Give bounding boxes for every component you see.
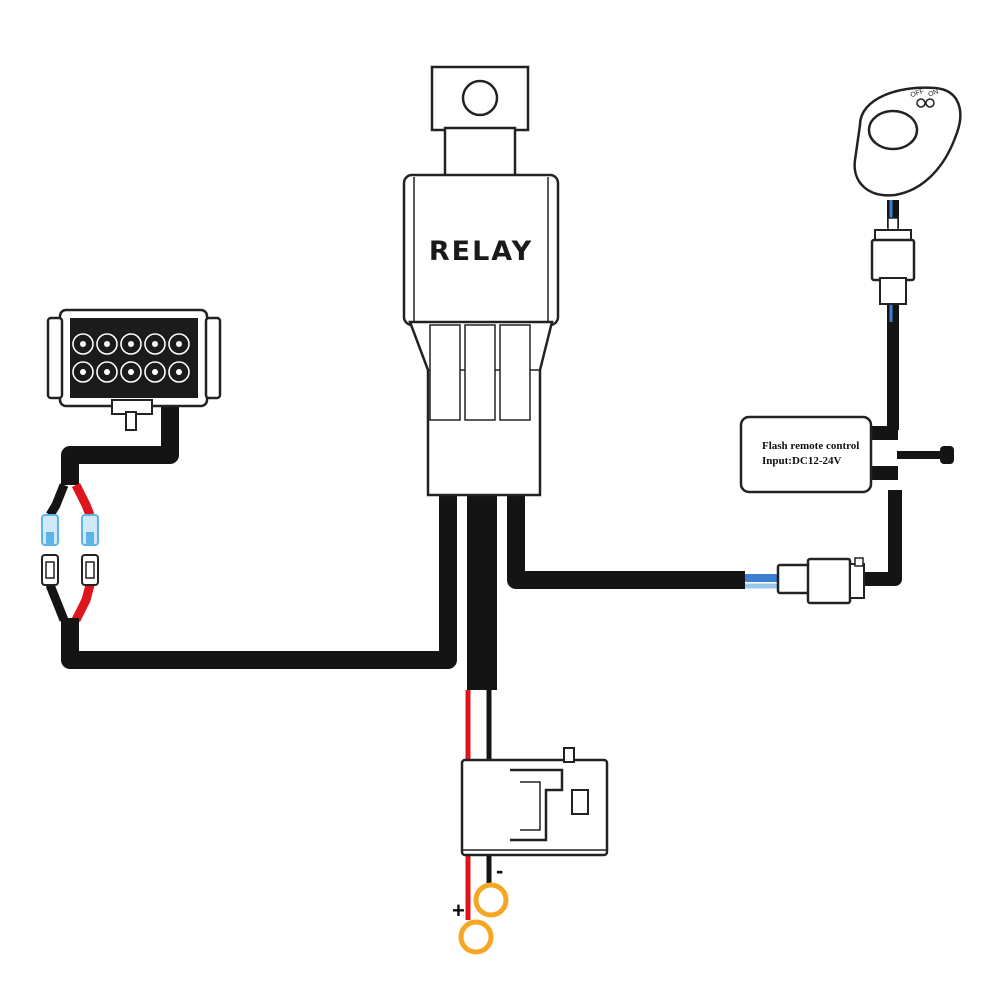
switch-on-label: ON xyxy=(927,89,939,99)
positive-ring-terminal xyxy=(458,919,494,955)
inline-connector xyxy=(776,557,865,605)
led-cells xyxy=(72,333,190,383)
splice-black-lower xyxy=(45,583,69,622)
switch-off-label: OFF xyxy=(910,88,926,99)
splice-red-lower xyxy=(71,583,95,623)
flash-controller: Flash remote control Input:DC12-24V xyxy=(739,415,954,494)
splice-red-upper xyxy=(71,482,95,517)
switch-icon: OFF ON xyxy=(853,86,962,305)
relay-label: RELAY xyxy=(429,236,533,267)
ring-terminal-icon xyxy=(458,882,509,955)
negative-sign: - xyxy=(496,858,503,883)
positive-sign: + xyxy=(452,898,465,923)
connector-icon xyxy=(41,514,99,586)
connector-right-wire xyxy=(860,490,902,586)
light-bar-icon xyxy=(46,308,222,431)
relay-to-light-wire xyxy=(61,495,457,669)
fuse-holder-icon xyxy=(460,747,609,857)
wires xyxy=(45,200,945,920)
controller-input-spec: Input:DC12-24V xyxy=(762,455,842,467)
light-bar-wire xyxy=(61,398,179,485)
controller-title: Flash remote control xyxy=(762,440,859,452)
negative-ring-terminal xyxy=(473,882,509,918)
splice-black-upper xyxy=(46,483,69,518)
relay-to-controller-wire xyxy=(507,495,745,589)
relay-icon: RELAY xyxy=(402,65,560,497)
